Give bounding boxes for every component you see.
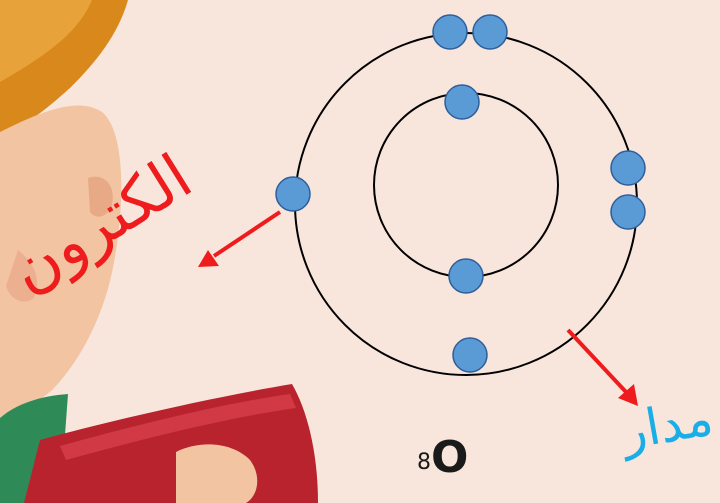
inner-orbit <box>374 93 558 277</box>
electron <box>445 85 479 119</box>
electron <box>433 15 467 49</box>
electron <box>453 338 487 372</box>
outer-orbit <box>295 33 637 375</box>
element-symbol: 8O <box>417 432 468 483</box>
electron <box>276 177 310 211</box>
orbit-arrow <box>568 330 638 406</box>
electron <box>611 195 645 229</box>
orbit-label: مدار <box>618 392 716 457</box>
electron <box>473 15 507 49</box>
element-letter: O <box>431 432 468 483</box>
electron-arrow <box>198 212 280 267</box>
atomic-number: 8 <box>417 450 431 475</box>
electron <box>611 151 645 185</box>
electron <box>449 259 483 293</box>
